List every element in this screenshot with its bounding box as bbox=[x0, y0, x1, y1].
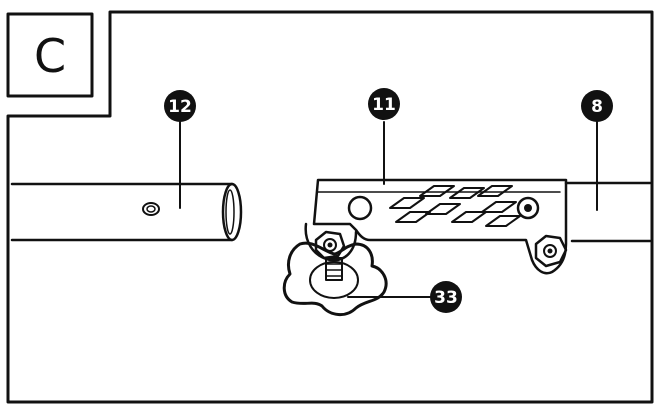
callout-label: 12 bbox=[168, 97, 192, 117]
tube-right bbox=[564, 181, 652, 243]
bracket bbox=[304, 178, 568, 275]
grip-pattern bbox=[389, 185, 521, 227]
callout-label: 8 bbox=[591, 97, 603, 117]
callout-badge bbox=[581, 90, 613, 122]
step-letter: C bbox=[34, 29, 66, 83]
hex-nut-right bbox=[534, 234, 568, 268]
step-label: C bbox=[6, 12, 94, 98]
callout-knob: 33 bbox=[347, 281, 462, 313]
diagram-frame bbox=[6, 10, 654, 404]
callout-tube-left: 12 bbox=[164, 90, 196, 209]
hex-nut-left bbox=[314, 230, 346, 260]
tube-left bbox=[10, 182, 243, 242]
callout-bracket: 11 bbox=[368, 88, 400, 185]
callout-badge bbox=[430, 281, 462, 313]
star-knob bbox=[282, 241, 388, 316]
callout-label: 11 bbox=[372, 95, 396, 115]
callout-tube-right: 8 bbox=[581, 90, 613, 211]
bolt-upper bbox=[516, 196, 540, 220]
callout-badge bbox=[368, 88, 400, 120]
callout-badge bbox=[164, 90, 196, 122]
step-label-box bbox=[6, 12, 94, 98]
lock-hole bbox=[142, 202, 160, 216]
callout-label: 33 bbox=[434, 288, 458, 308]
pivot-hole bbox=[347, 195, 373, 221]
